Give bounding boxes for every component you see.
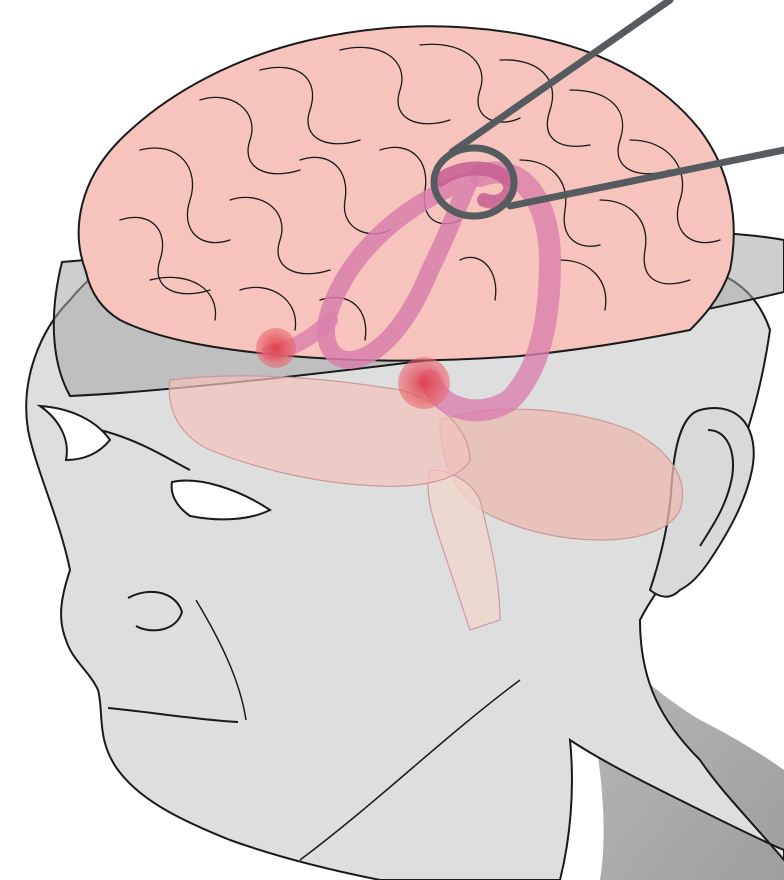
nucleus-left xyxy=(256,328,296,368)
nucleus-right xyxy=(398,357,450,409)
